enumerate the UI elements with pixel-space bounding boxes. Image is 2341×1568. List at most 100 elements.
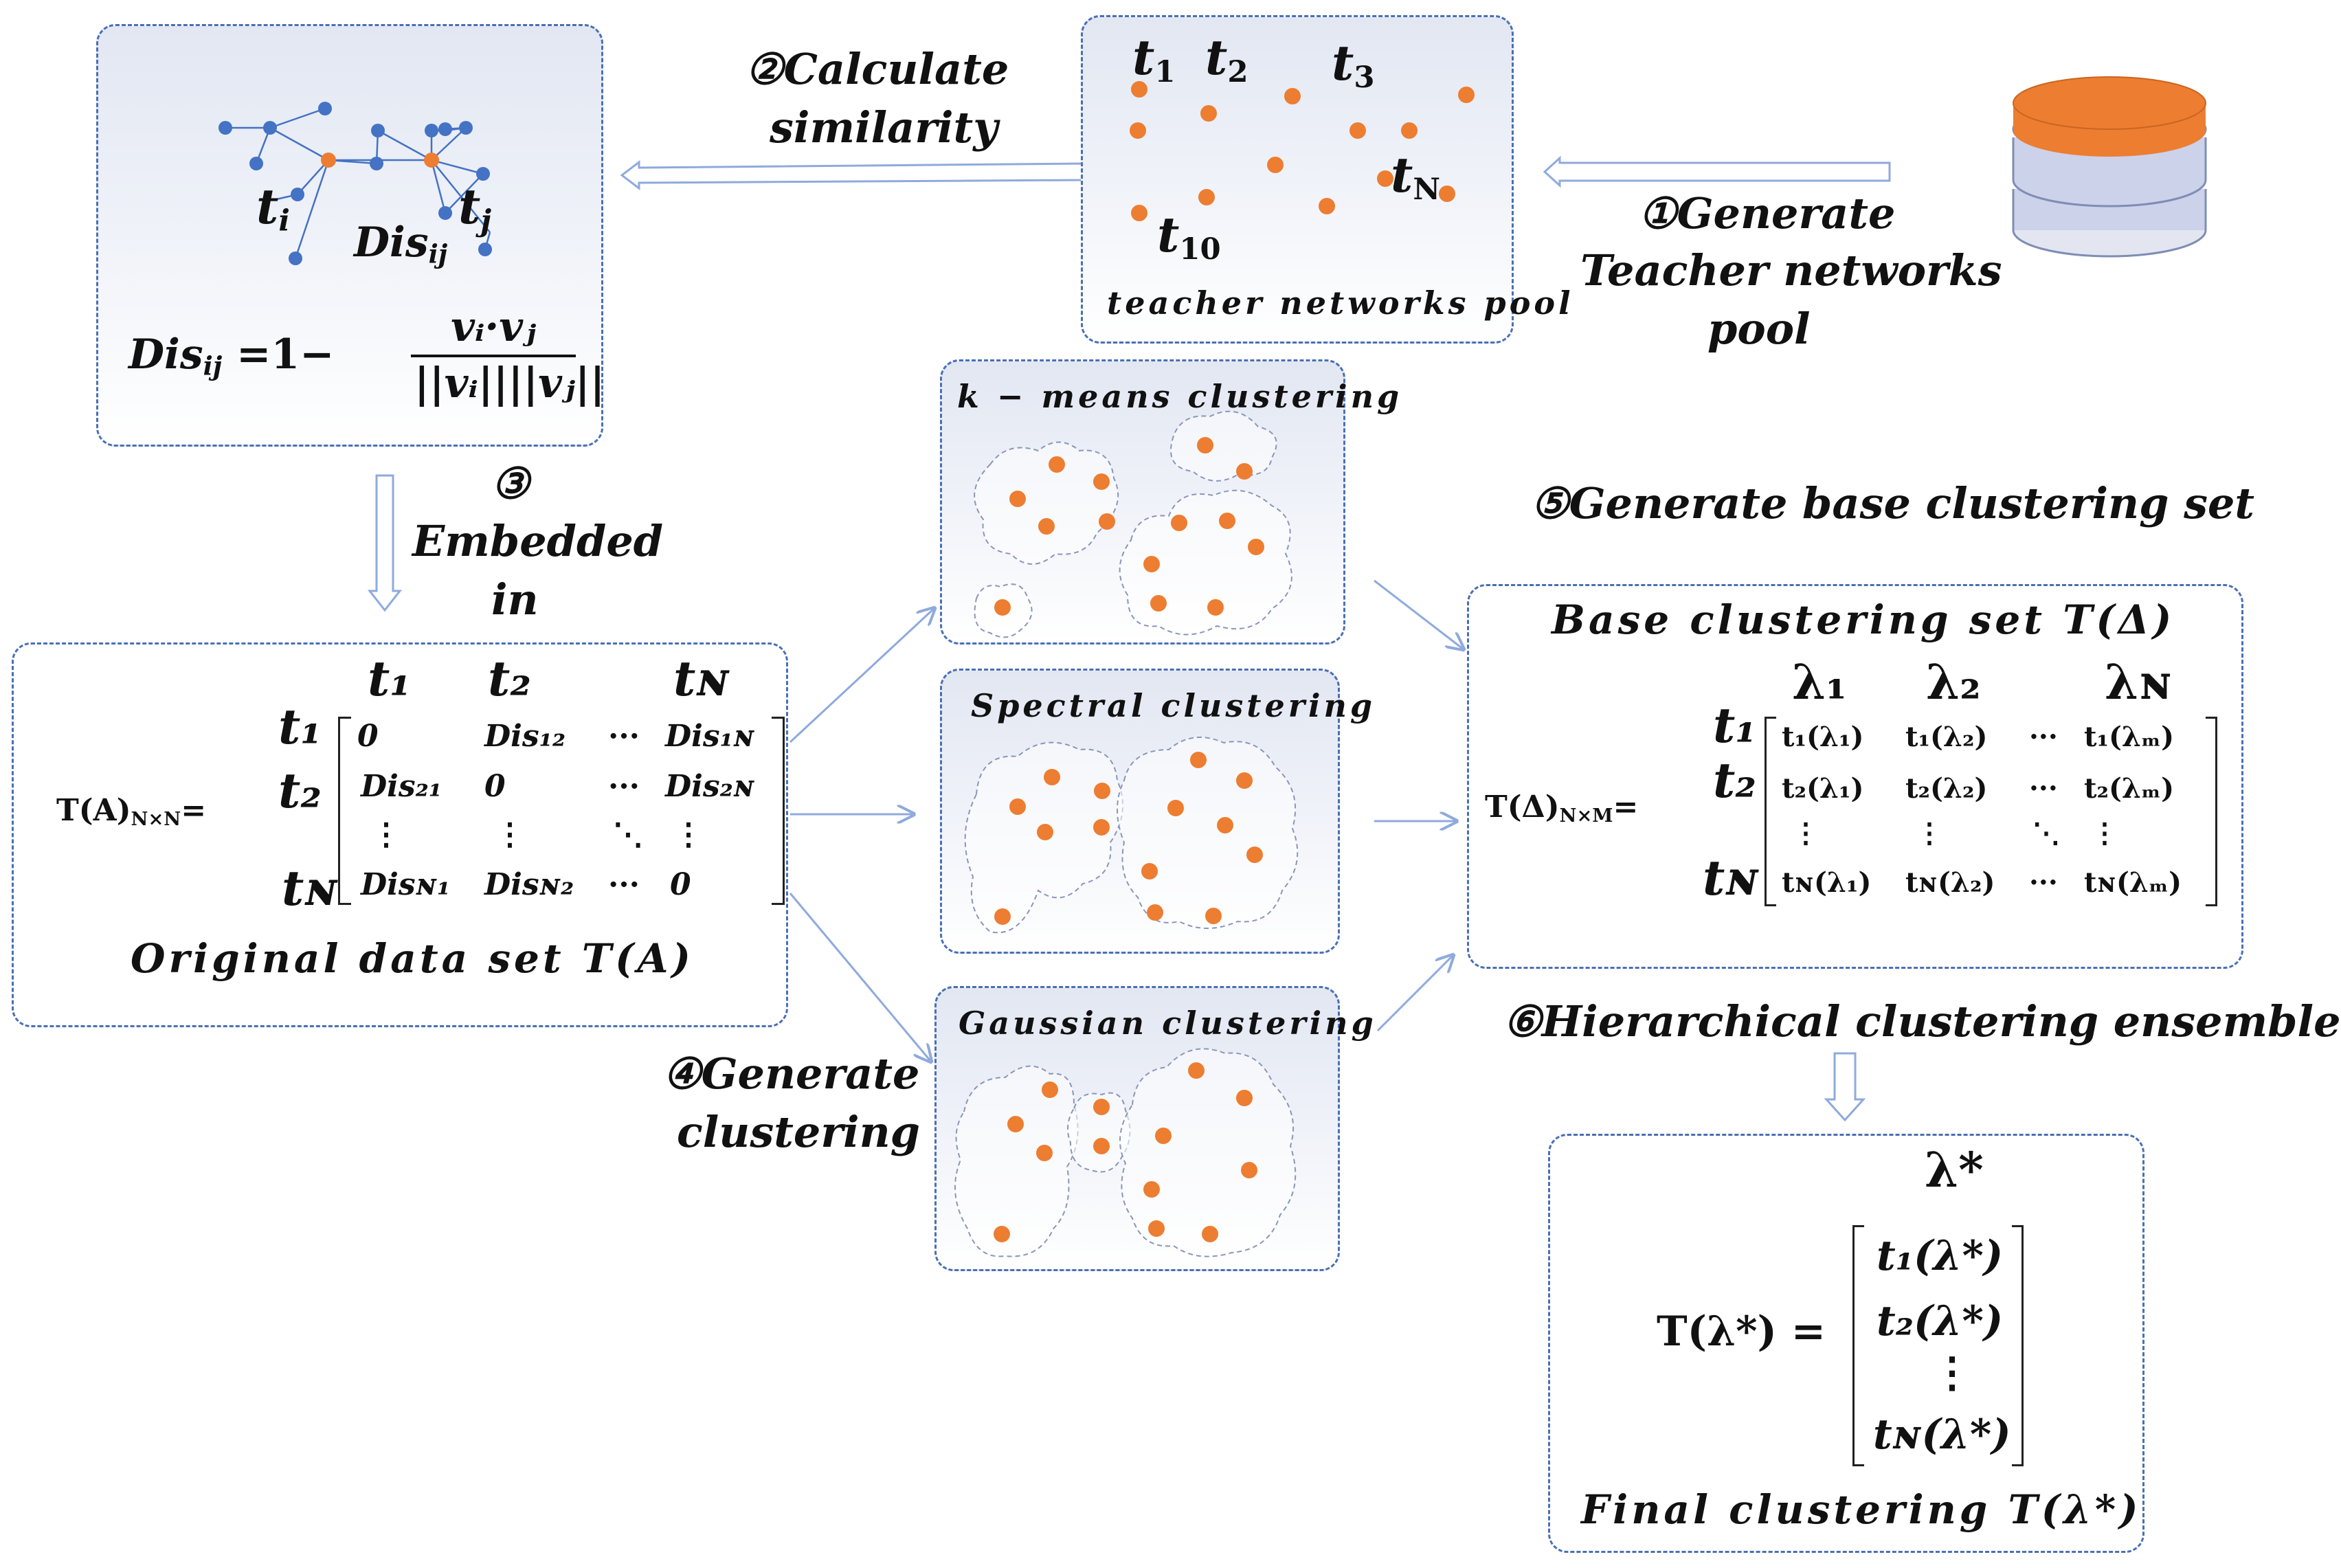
step4-line1: ④Generate <box>663 1049 920 1099</box>
base-cell: t₁(λ₂) <box>1905 721 1988 753</box>
base-cell: t₁(λₘ) <box>2084 721 2175 753</box>
arrow-embedded <box>367 474 403 612</box>
step2-line1: ②Calculate <box>746 44 1009 94</box>
step1-line3: pool <box>1707 304 1811 354</box>
matrix-cell: Dis₁₂ <box>484 719 566 754</box>
base-cell: tɴ(λ₁) <box>1782 866 1872 899</box>
matrix-cell: 0 <box>484 769 506 804</box>
matrix-cell: ··· <box>608 719 640 754</box>
original-row-head: t₂ <box>278 762 322 819</box>
arrow-generate-pool <box>1543 155 1891 188</box>
matrix-cell: Disɴ₂ <box>484 867 574 902</box>
distance-label: Disij <box>354 219 448 269</box>
original-dataset-box: T(A)N×N= t₁ t₂ tɴ t₁ t₂ tɴ 0 Dis₁₂ ··· D… <box>12 642 788 1027</box>
final-title: Final clustering T(λ*) <box>1581 1486 2142 1533</box>
base-col-head: λɴ <box>2105 653 2173 710</box>
base-row-head: t₂ <box>1713 752 1756 809</box>
similarity-box: ti tj Disij Disij =1− vᵢ·vⱼ ||vᵢ||||vⱼ|| <box>96 24 605 447</box>
arrow-gaussian-base <box>1376 955 1453 1032</box>
base-col-head: λ₂ <box>1926 653 1981 710</box>
base-bracket-left <box>1765 717 1776 906</box>
arrow-ensemble <box>1824 1052 1866 1122</box>
step1-line1: ①Generate <box>1639 188 1896 238</box>
matrix-cell: 0 <box>670 867 691 902</box>
step4-line2: clustering <box>677 1107 921 1157</box>
original-row-head: tɴ <box>282 860 339 917</box>
base-lhs: T(Δ)N×M= <box>1485 789 1639 827</box>
node-tj-label: tj <box>458 178 492 238</box>
gaussian-box: Gaussian clustering <box>934 986 1374 1271</box>
fraction-bar <box>411 355 576 357</box>
base-cell: ⋮ <box>1792 817 1819 849</box>
diagram-canvas: ①Generate Teacher networks pool ②Calcula… <box>12 15 2341 1553</box>
gaussian-caption: Gaussian clustering <box>959 1005 1377 1042</box>
matrix-cell: Dis₂ɴ <box>665 769 755 804</box>
matrix-cell: 0 <box>357 719 379 754</box>
final-cell: tɴ(λ*) <box>1873 1411 2011 1459</box>
step6-label: ⑥Hierarchical clustering ensemble <box>1503 996 2341 1046</box>
base-cell: ··· <box>2029 866 2058 899</box>
final-cell: t₁(λ*) <box>1877 1232 2004 1280</box>
pool-points <box>1130 81 1475 221</box>
spectral-box: Spectral clustering <box>940 669 1372 954</box>
step1-line2: Teacher networks <box>1580 245 2002 295</box>
arrow-calc-similarity <box>620 159 1084 191</box>
step2-line2: similarity <box>770 102 998 153</box>
base-cell: t₂(λ₂) <box>1905 772 1988 805</box>
node-ti-label: ti <box>256 178 290 238</box>
final-cell: t₂(λ*) <box>1877 1297 2004 1345</box>
original-col-head: tɴ <box>673 650 730 707</box>
original-col-head: t₂ <box>488 650 531 707</box>
original-col-head: t₁ <box>368 650 411 707</box>
matrix-cell: Dis₁ɴ <box>665 719 755 754</box>
base-clustering-box: Base clustering set T(Δ) T(Δ)N×M= λ₁ λ₂ … <box>1467 584 2243 969</box>
arrow-to-kmeans <box>789 608 934 743</box>
base-cell: ··· <box>2029 721 2058 753</box>
original-lhs: T(A)N×N= <box>56 793 207 830</box>
formula-denominator: ||vᵢ||||vⱼ|| <box>414 359 605 407</box>
base-cell: t₂(λ₁) <box>1782 772 1864 805</box>
matrix-cell: ⋮ <box>673 817 704 852</box>
matrix-bracket-right <box>772 717 785 905</box>
gaussian-clusters <box>954 1048 1297 1257</box>
original-row-head: t₁ <box>278 698 322 755</box>
pool-label-t2: t2 <box>1205 29 1248 89</box>
matrix-cell: Dis₂₁ <box>361 769 443 804</box>
kmeans-clusters <box>974 410 1292 638</box>
base-col-head: λ₁ <box>1792 653 1847 710</box>
base-row-head: t₁ <box>1713 697 1756 754</box>
pool-caption: teacher networks pool <box>1107 284 1574 322</box>
kmeans-box: k − means clustering <box>940 359 1399 645</box>
pool-label-t1: t1 <box>1132 29 1176 89</box>
step3-line2: Embedded <box>412 516 664 566</box>
final-col-head: λ* <box>1925 1141 1984 1198</box>
matrix-bracket-left <box>338 717 351 905</box>
teacher-pool-box: t1 t2 t3 tN t10 teacher networks pool <box>1081 15 1571 344</box>
arrow-kmeans-base <box>1374 579 1464 649</box>
matrix-cell: ··· <box>608 769 640 804</box>
final-bracket-right <box>2012 1225 2024 1466</box>
arrow-to-gaussian <box>789 893 931 1062</box>
base-title: Base clustering set T(Δ) <box>1552 596 2175 643</box>
final-cell: ⋮ <box>1931 1349 1973 1397</box>
pool-label-t10: t10 <box>1157 206 1221 267</box>
base-cell: t₂(λₘ) <box>2084 772 2175 805</box>
base-cell: tɴ(λ₂) <box>1905 866 1995 899</box>
base-cell: tɴ(λₘ) <box>2084 866 2182 899</box>
base-row-head: tɴ <box>1703 849 1760 906</box>
spectral-caption: Spectral clustering <box>971 687 1376 724</box>
final-clustering-box: λ* T(λ*) = t₁(λ*) t₂(λ*) ⋮ tɴ(λ*) Final … <box>1548 1134 2144 1553</box>
base-bracket-right <box>2206 717 2217 906</box>
base-cell: ⋮ <box>1916 817 1943 849</box>
similarity-graph <box>219 102 492 265</box>
final-bracket-left <box>1852 1225 1864 1466</box>
kmeans-caption: k − means clustering <box>957 378 1403 415</box>
matrix-cell: ⋱ <box>613 817 643 852</box>
distance-formula: Disij =1− <box>128 331 335 381</box>
step3-line3: in <box>491 574 539 625</box>
matrix-cell: ··· <box>608 867 640 902</box>
matrix-cell: ⋮ <box>495 817 525 852</box>
final-lhs: T(λ*) = <box>1657 1308 1826 1356</box>
database-icon <box>2012 76 2207 258</box>
base-cell: ⋱ <box>2032 817 2060 849</box>
